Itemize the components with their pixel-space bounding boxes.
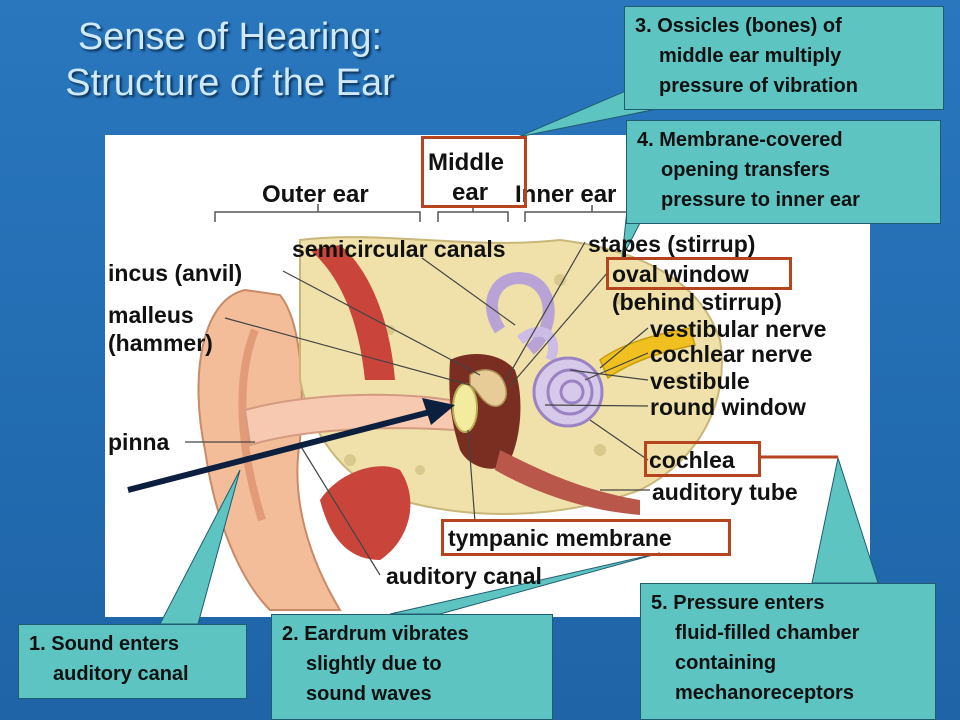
- muscle-top: [310, 245, 395, 380]
- label-middle-ear-1: Middle: [428, 149, 504, 176]
- callout-1-line-2: auditory canal: [53, 663, 189, 685]
- label-oval-window: oval window: [612, 261, 749, 287]
- label-auditory-canal: auditory canal: [386, 563, 542, 589]
- callout-step-4: 4. Membrane-covered opening transfers pr…: [626, 120, 941, 224]
- label-round-window: round window: [650, 394, 806, 420]
- label-malleus-2: (hammer): [108, 330, 213, 356]
- cochlea-shape: [532, 356, 604, 428]
- callout-2-line-1: 2. Eardrum vibrates: [282, 623, 469, 645]
- callout-2-line-3: sound waves: [306, 683, 432, 705]
- label-stapes: stapes (stirrup): [588, 231, 756, 257]
- callout-step-2: 2. Eardrum vibrates slightly due to soun…: [271, 614, 553, 720]
- callout-4-line-2: opening transfers: [661, 159, 830, 181]
- ossicles-shape: [469, 369, 507, 407]
- callout-4-line-1: 4. Membrane-covered: [637, 129, 843, 151]
- label-inner-ear: Inner ear: [515, 181, 617, 208]
- callout-2-line-2: slightly due to: [306, 653, 442, 675]
- muscle-bottom: [320, 466, 411, 560]
- sound-arrow: [127, 409, 431, 493]
- label-semicircular-canals: semicircular canals: [292, 236, 506, 262]
- label-behind-stirrup: (behind stirrup): [612, 289, 782, 315]
- callout-3-line-1: 3. Ossicles (bones) of: [635, 15, 842, 37]
- label-malleus-1: malleus: [108, 302, 194, 328]
- leader-lines: [185, 241, 650, 576]
- callout-4-line-3: pressure to inner ear: [661, 189, 860, 211]
- highlight-tympanic-membrane: [441, 519, 731, 556]
- callout-5-line-4: mechanoreceptors: [675, 682, 854, 704]
- auditory-tube-shape: [495, 450, 640, 515]
- slide-title: Sense of Hearing: Structure of the Ear: [30, 14, 430, 106]
- callout-3-line-3: pressure of vibration: [659, 75, 858, 97]
- callout-3-line-2: middle ear multiply: [659, 45, 842, 67]
- callout-5-line-3: containing: [675, 652, 777, 674]
- sound-arrow-head: [422, 398, 455, 425]
- highlight-oval-window: [606, 257, 792, 290]
- callout-step-3: 3. Ossicles (bones) of middle ear multip…: [624, 6, 944, 110]
- label-cochlea: cochlea: [649, 447, 735, 473]
- label-vestibular-nerve: vestibular nerve: [650, 316, 827, 342]
- label-middle-ear-2: ear: [452, 179, 489, 206]
- title-line-2: Structure of the Ear: [65, 62, 395, 104]
- label-auditory-tube: auditory tube: [652, 479, 798, 505]
- label-outer-ear: Outer ear: [262, 181, 369, 208]
- callout-5-line-1: 5. Pressure enters: [651, 592, 825, 614]
- label-incus: incus (anvil): [108, 260, 243, 286]
- label-tympanic-membrane: tympanic membrane: [448, 525, 672, 551]
- semicircular-canals-shape: [485, 272, 559, 363]
- highlight-middle-ear: [421, 136, 527, 208]
- tympanic-membrane-shape: [452, 383, 478, 433]
- callout-5-line-2: fluid-filled chamber: [675, 622, 860, 644]
- label-pinna: pinna: [108, 429, 170, 455]
- highlight-cochlea: [644, 441, 761, 477]
- callout-step-5: 5. Pressure enters fluid-filled chamber …: [640, 583, 936, 720]
- title-line-1: Sense of Hearing:: [77, 16, 383, 58]
- callout-step-1: 1. Sound enters auditory canal: [18, 624, 247, 699]
- label-cochlear-nerve: cochlear nerve: [650, 341, 813, 367]
- callout-1-line-1: 1. Sound enters: [29, 633, 180, 655]
- label-vestibule: vestibule: [650, 368, 750, 394]
